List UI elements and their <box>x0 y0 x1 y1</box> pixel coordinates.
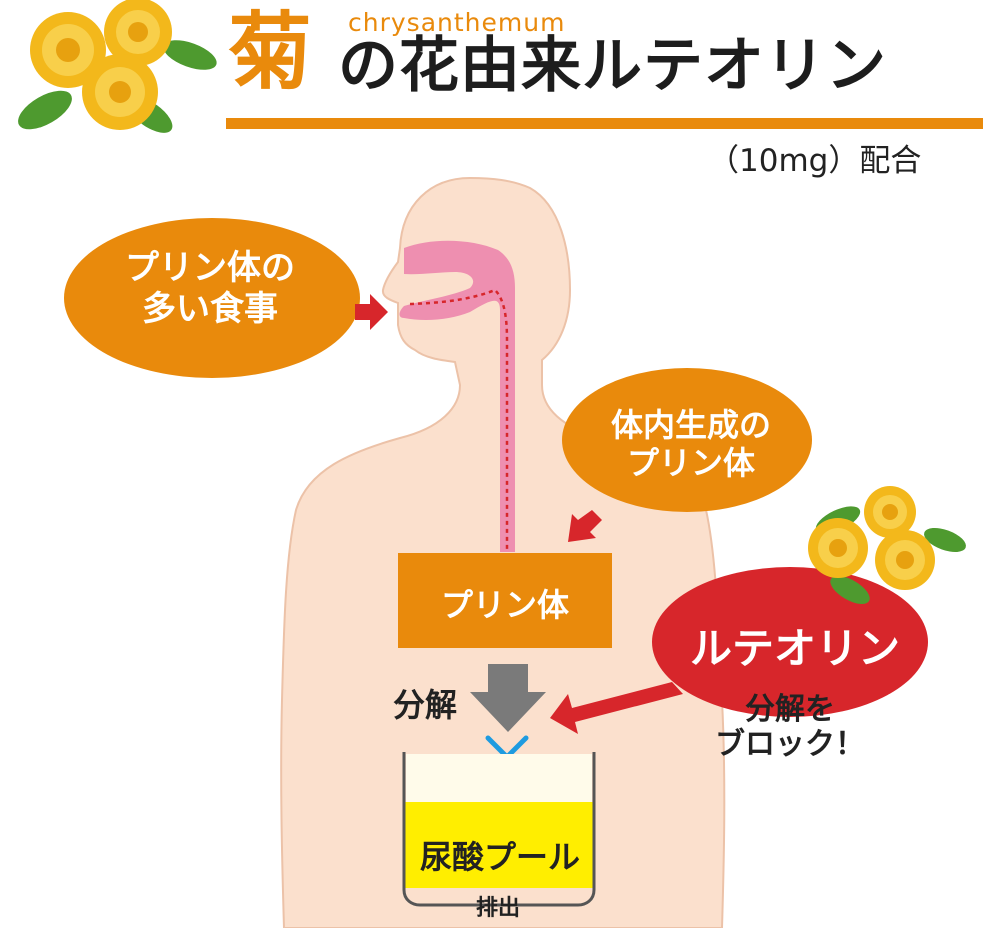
title-english: chrysanthemum <box>348 8 566 37</box>
excretion-label: 排出 <box>475 896 520 921</box>
red-arrow-icon <box>355 294 388 330</box>
block-label: 分解を ブロック！ <box>700 692 880 762</box>
purine-box-label: プリン体 <box>440 586 569 624</box>
internal-purine-oval <box>562 368 812 512</box>
uric-pool-container <box>402 752 596 907</box>
chrysanthemum-flower-icon <box>18 0 217 133</box>
internal-line-2: プリン体 <box>626 444 755 483</box>
internal-purine-label: 体内生成の プリン体 <box>566 406 816 483</box>
title-underline <box>226 118 983 129</box>
purine-box <box>398 553 612 648</box>
uric-pool-label: 尿酸プール <box>419 838 580 876</box>
luteolin-oval <box>652 567 928 717</box>
block-line-1: 分解を <box>745 692 835 727</box>
dose-label: （10mg）配合 <box>708 143 922 179</box>
food-line-1: プリン体の <box>125 248 295 288</box>
title-kiku: 菊 <box>228 3 313 101</box>
chrysanthemum-flower-icon <box>808 486 966 604</box>
food-oval-label: プリン体の 多い食事 <box>80 248 340 330</box>
decomposition-label: 分解 <box>393 686 458 724</box>
red-arrow-icon <box>568 510 602 542</box>
red-arrow-icon <box>550 682 683 734</box>
page-title: の花由来ルテオリン <box>338 31 887 101</box>
digestion-dotted-path <box>409 288 509 552</box>
uric-pool-empty <box>406 754 592 802</box>
internal-line-1: 体内生成の <box>610 406 771 444</box>
mouth-throat-shape <box>399 240 515 553</box>
food-line-2: 多い食事 <box>142 288 278 329</box>
gray-down-arrow-icon <box>470 664 546 732</box>
uric-pool-yellow <box>404 802 594 888</box>
luteolin-label: ルテオリン <box>689 624 900 673</box>
block-line-2: ブロック！ <box>715 726 865 762</box>
food-oval <box>64 218 360 378</box>
